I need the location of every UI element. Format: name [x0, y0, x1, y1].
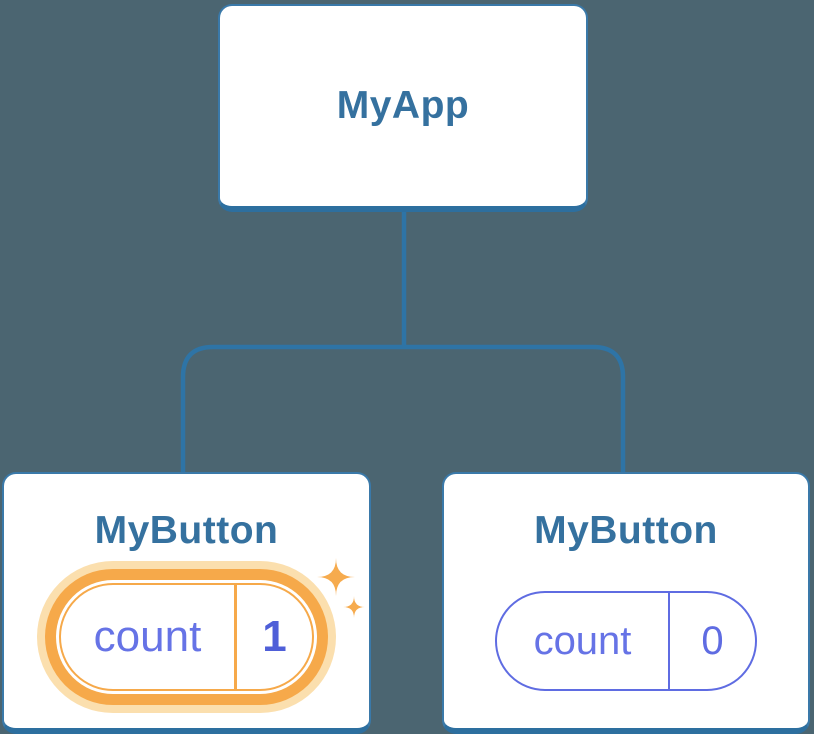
node-title-mybutton-left: MyButton: [94, 509, 279, 552]
node-card-myapp: MyApp: [218, 4, 588, 212]
state-pill-plain: count 0: [495, 591, 757, 691]
state-value: 0: [668, 593, 755, 689]
state-label: count: [533, 618, 632, 663]
state-pill-highlighted: count 1: [59, 583, 314, 691]
connector-branches: [180, 344, 626, 474]
state-value: 1: [234, 585, 312, 689]
state-label: count: [93, 612, 202, 661]
node-title-myapp: MyApp: [336, 84, 470, 127]
sparkle-small: [343, 596, 365, 618]
node-card-mybutton-right: MyButton count 0: [442, 472, 810, 734]
node-title-mybutton-right: MyButton: [534, 509, 718, 552]
sparkle-large: [317, 558, 355, 596]
node-card-mybutton-left: MyButton count 1: [2, 472, 371, 734]
sparkle-icon: [317, 558, 365, 618]
